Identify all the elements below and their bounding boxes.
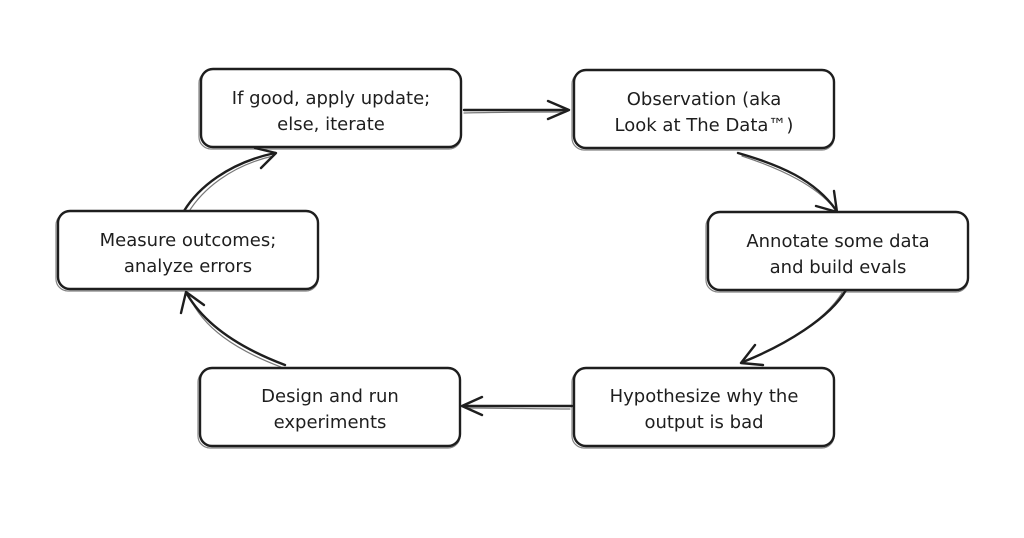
arrow-measure-apply-main — [182, 151, 277, 213]
node-hypothesize-line-1: Hypothesize why the — [610, 386, 799, 407]
edges-layer — [179, 99, 848, 417]
arrow-observe-annotate-main — [736, 151, 838, 212]
arrow-experiment-measure-echo — [188, 295, 282, 368]
arrow-measure-apply-head — [253, 146, 278, 170]
node-experiment: Design and run experiments — [197, 366, 462, 449]
arrow-measure-apply — [182, 146, 278, 214]
arrow-measure-apply-echo — [187, 155, 274, 214]
node-hypothesize-line-2: output is bad — [644, 412, 763, 433]
node-hypothesize: Hypothesize why the output is bad — [571, 366, 836, 449]
arrow-observe-annotate — [736, 151, 839, 214]
node-annotate-line-2: and build evals — [770, 257, 907, 278]
node-measure-line-2: analyze errors — [124, 256, 252, 277]
node-apply-update: If good, apply update; else, iterate — [198, 67, 463, 150]
node-annotate: Annotate some data and build evals — [705, 210, 970, 293]
arrow-apply-observe — [462, 99, 571, 121]
node-measure-line-1: Measure outcomes; — [100, 230, 277, 251]
arrow-annotate-hypothesize-echo — [745, 292, 843, 361]
arrow-hypothesize-experiment-head — [460, 395, 484, 417]
node-experiment-line-2: experiments — [274, 412, 387, 433]
arrow-annotate-hypothesize — [739, 288, 848, 367]
arrow-annotate-hypothesize-main — [741, 288, 848, 364]
arrow-hypothesize-experiment — [460, 395, 574, 417]
arrow-experiment-measure — [179, 290, 287, 368]
node-observation-line-2: Look at The Data™) — [615, 115, 794, 136]
arrow-experiment-measure-main — [185, 292, 287, 367]
arrow-apply-observe-echo — [463, 111, 567, 114]
arrow-annotate-hypothesize-head — [739, 343, 765, 367]
arrow-observe-annotate-echo — [741, 155, 835, 209]
node-apply-update-line-1: If good, apply update; — [232, 88, 430, 109]
node-observation: Observation (aka Look at The Data™) — [571, 68, 836, 151]
arrow-apply-observe-head — [546, 99, 571, 121]
node-experiment-line-1: Design and run — [261, 386, 399, 407]
arrow-hypothesize-experiment-echo — [464, 407, 571, 410]
node-observation-line-1: Observation (aka — [627, 89, 782, 110]
node-apply-update-line-2: else, iterate — [277, 114, 385, 135]
node-measure: Measure outcomes; analyze errors — [55, 209, 320, 292]
node-annotate-line-1: Annotate some data — [746, 231, 929, 252]
arrow-experiment-measure-head — [179, 290, 206, 315]
